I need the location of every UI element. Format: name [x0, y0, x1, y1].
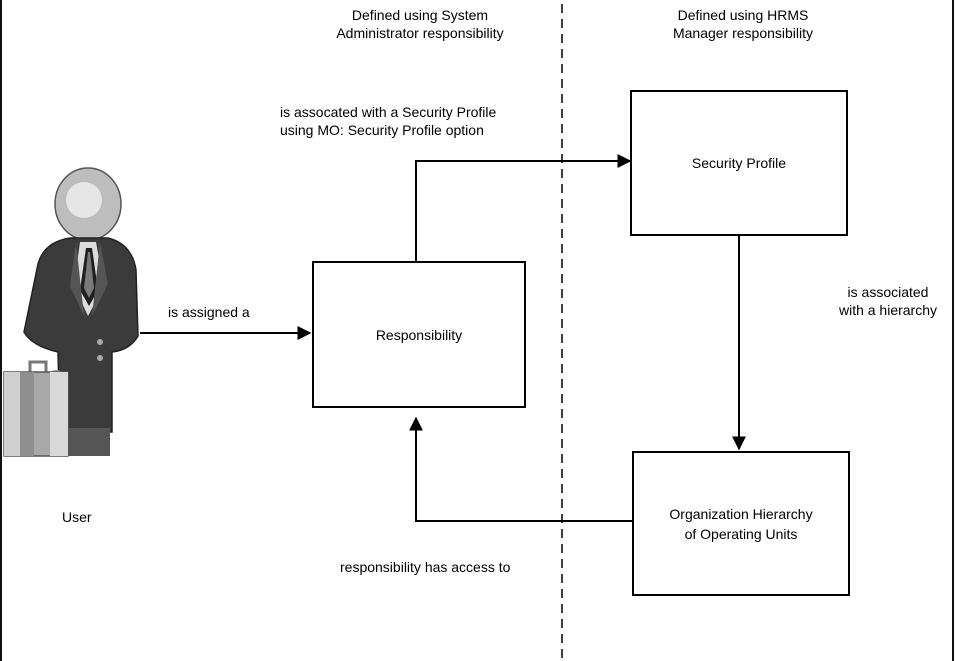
security-profile-box: Security Profile	[630, 90, 848, 236]
edge-label-security-profile: is assocated with a Security Profile usi…	[280, 103, 496, 139]
edge-label-security-profile-line-2: using MO: Security Profile option	[280, 122, 484, 138]
left-header-line-2: Administrator responsibility	[336, 25, 504, 41]
responsibility-label: Responsibility	[375, 326, 463, 343]
user-label: User	[62, 509, 92, 525]
left-border	[0, 0, 2, 661]
edge-hierarchy-to-responsibility	[409, 416, 632, 522]
right-column-header: Defined using HRMS Manager responsibilit…	[628, 6, 858, 42]
edge-label-hierarchy-line-2: with a hierarchy	[838, 302, 938, 318]
edge-label-access: responsibility has access to	[340, 559, 511, 575]
left-column-header: Defined using System Administrator respo…	[300, 6, 540, 42]
user-figure-icon	[3, 167, 139, 457]
right-header-line-2: Manager responsibility	[672, 25, 814, 41]
edge-label-hierarchy: is associated with a hierarchy	[824, 283, 952, 319]
responsibility-box: Responsibility	[312, 261, 526, 408]
right-header-line-1: Defined using HRMS	[677, 7, 809, 23]
right-border	[952, 0, 954, 661]
edge-label-hierarchy-line-1: is associated	[847, 284, 929, 300]
org-hierarchy-box: Organization Hierarchy of Operating Unit…	[632, 451, 850, 596]
org-hierarchy-label-line-1: Organization Hierarchy	[669, 505, 813, 522]
edge-label-assigned: is assigned a	[168, 304, 250, 320]
edge-responsibility-to-profile	[415, 154, 632, 268]
org-hierarchy-label-line-2: of Operating Units	[684, 525, 798, 542]
edge-label-security-profile-line-1: is assocated with a Security Profile	[280, 104, 497, 120]
left-header-line-1: Defined using System	[351, 7, 489, 23]
security-profile-label: Security Profile	[691, 155, 787, 171]
